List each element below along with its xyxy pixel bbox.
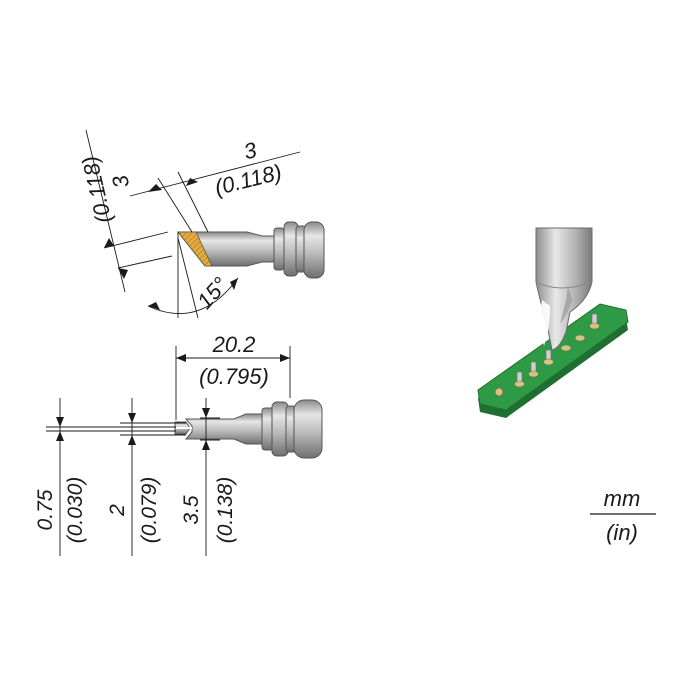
slot-mm-label: 0.75 bbox=[34, 489, 57, 530]
soldering-tip-3d bbox=[535, 227, 593, 351]
top-view: 3 (0.118) 3 (0.118) 15° bbox=[77, 129, 325, 319]
diameter-mm-label: 3.5 bbox=[180, 495, 203, 525]
component-pins bbox=[494, 313, 600, 397]
slot-in-label: (0.030) bbox=[64, 477, 87, 544]
angle-label: 15° bbox=[192, 272, 233, 314]
overall-in-label: (0.795) bbox=[199, 364, 269, 389]
units-metric-label: mm bbox=[604, 486, 641, 511]
units-legend: mm (in) bbox=[590, 486, 656, 545]
side-view: 20.2 (0.795) 0.75 (0.030) 2 (0.079) 3.5 … bbox=[34, 332, 323, 556]
tip-side-profile bbox=[174, 399, 323, 459]
diameter-in-label: (0.138) bbox=[214, 477, 237, 544]
width-mm-label: 2 bbox=[106, 504, 129, 517]
tinned-surface bbox=[177, 231, 213, 267]
tip-on-pcb-illustration bbox=[477, 227, 629, 418]
overall-mm-label: 20.2 bbox=[212, 332, 256, 357]
tip-top-profile bbox=[176, 221, 325, 279]
length-mm-label: 3 bbox=[241, 137, 260, 164]
height-mm-label: 3 bbox=[107, 172, 134, 190]
units-imperial-label: (in) bbox=[606, 520, 638, 545]
width-in-label: (0.079) bbox=[138, 477, 161, 544]
